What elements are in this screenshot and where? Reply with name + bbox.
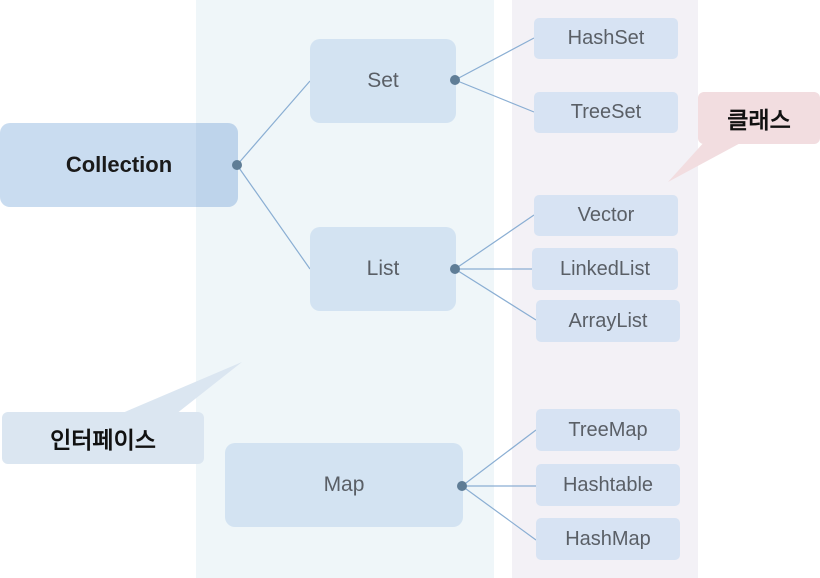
edge-list-vector bbox=[454, 214, 535, 270]
collection-node: Collection bbox=[0, 123, 238, 207]
interface-callout-label: 인터페이스 bbox=[50, 427, 156, 453]
set-interface-label: Set bbox=[367, 69, 399, 92]
map-connector-dot bbox=[457, 481, 467, 491]
treeset-class-label: TreeSet bbox=[570, 101, 642, 123]
collection-node-overlap bbox=[196, 123, 238, 207]
hashset-class-node: HashSet bbox=[534, 18, 678, 59]
interface-callout-pointer bbox=[120, 362, 242, 414]
collection-node-label: Collection bbox=[65, 152, 173, 177]
interface-callout: 인터페이스 bbox=[2, 412, 204, 464]
treemap-class-node: TreeMap bbox=[536, 409, 680, 451]
edge-collection-set bbox=[236, 80, 311, 166]
list-interface-node: List bbox=[310, 227, 456, 311]
set-connector-dot bbox=[450, 75, 460, 85]
class-callout-label: 클래스 bbox=[727, 107, 791, 133]
hashtable-class-node: Hashtable bbox=[536, 464, 680, 506]
edge-map-treemap bbox=[461, 429, 537, 487]
map-interface-label: Map bbox=[323, 473, 365, 496]
list-interface-label: List bbox=[366, 257, 400, 280]
hashtable-class-label: Hashtable bbox=[562, 473, 654, 496]
class-callout: 클래스 bbox=[698, 92, 820, 144]
linkedlist-class-label: LinkedList bbox=[559, 257, 651, 280]
treeset-class-node: TreeSet bbox=[534, 92, 678, 133]
treemap-class-label: TreeMap bbox=[568, 418, 648, 441]
hashmap-class-node: HashMap bbox=[536, 518, 680, 560]
linkedlist-class-node: LinkedList bbox=[532, 248, 678, 290]
hashset-class-label: HashSet bbox=[567, 27, 645, 49]
edge-set-hashset bbox=[454, 37, 535, 81]
list-connector-dot bbox=[450, 264, 460, 274]
edge-set-treeset bbox=[454, 79, 535, 113]
arraylist-class-label: ArrayList bbox=[568, 309, 648, 332]
set-interface-node: Set bbox=[310, 39, 456, 123]
vector-class-label: Vector bbox=[577, 204, 635, 226]
class-callout-pointer bbox=[668, 140, 746, 182]
hashmap-class-label: HashMap bbox=[565, 527, 651, 550]
arraylist-class-node: ArrayList bbox=[536, 300, 680, 342]
edge-list-arraylist bbox=[454, 268, 537, 321]
edge-map-hashmap bbox=[461, 485, 537, 541]
collection-connector-dot bbox=[232, 160, 242, 170]
map-interface-node: Map bbox=[225, 443, 463, 527]
vector-class-node: Vector bbox=[534, 195, 678, 236]
edge-collection-list bbox=[236, 164, 311, 270]
